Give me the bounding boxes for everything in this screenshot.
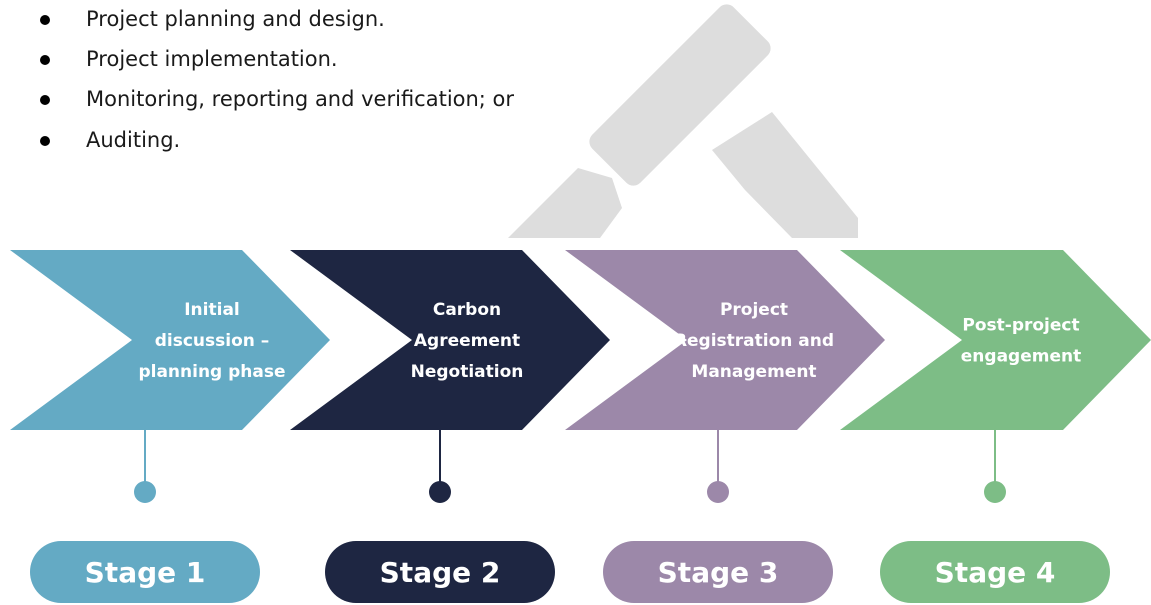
gavel-icon [508,4,858,238]
stage-2-label: Stage 2 [380,556,501,589]
bullet-text: Auditing. [86,128,181,152]
stage-4-pill [880,541,1110,603]
bullet-text: Project planning and design. [86,7,385,31]
stage-1-dot [134,481,156,503]
stage-title-line: engagement [961,347,1081,367]
stage-4-dot [984,481,1006,503]
bullet-dot-icon [40,55,50,65]
bullet-dot-icon [40,15,50,25]
stage-title-line: Initial [184,300,240,320]
stage-4-label: Stage 4 [935,556,1056,589]
bullet-text: Monitoring, reporting and verification; … [86,87,515,111]
bullet-dot-icon [40,95,50,105]
gavel-head-shape [589,4,771,186]
stage-title-line: Registration and [674,331,834,351]
stage-3-dot [707,481,729,503]
stage-title-line: Negotiation [411,362,524,382]
stage-4-title: Post-project engagement [961,316,1081,367]
bullet-text: Project implementation. [86,47,338,71]
stage-title-line: Carbon [433,300,501,320]
stage-title-line: Post-project [962,316,1079,336]
stage-title-line: Management [691,362,816,382]
stage-3-label: Stage 3 [658,556,779,589]
stage-1-title: Initial discussion – planning phase [138,300,285,382]
stage-1-pill [30,541,260,603]
stage-4-chevron [840,250,1151,430]
stage-2-chevron [290,250,610,430]
bullet-dot-icon [40,136,50,146]
stage-title-line: Project [720,300,788,320]
stage-2-dot [429,481,451,503]
stage-title-line: discussion – [155,331,270,351]
stage-title-line: Agreement [414,331,520,351]
stage-1-label: Stage 1 [85,556,206,589]
gavel-block-shape [508,168,622,238]
gavel-handle-shape [712,112,858,238]
stage-3-chevron [565,250,885,430]
stage-1-chevron [10,250,330,430]
stage-title-line: planning phase [138,362,285,382]
stage-2-pill [325,541,555,603]
stage-3-pill [603,541,833,603]
